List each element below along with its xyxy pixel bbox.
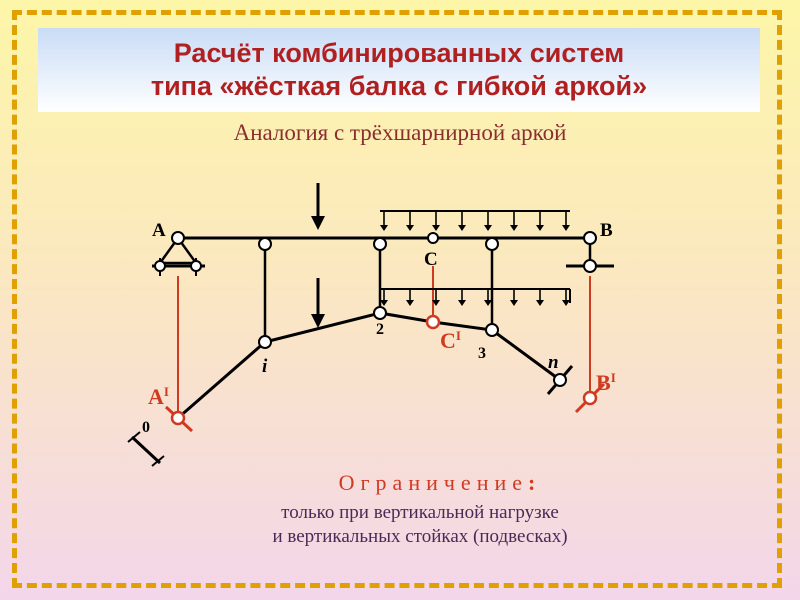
- support-b: [566, 231, 614, 273]
- hinge-beam-2: [373, 237, 387, 251]
- support-arch-right: [546, 365, 606, 414]
- label-c-prime: CI: [440, 328, 461, 353]
- label-node-n: n: [548, 352, 559, 373]
- label-c: C: [424, 249, 438, 270]
- title-line-1: Расчёт комбинированных систем: [173, 38, 625, 68]
- hinge-c-prime: [425, 314, 441, 330]
- distributed-load-beam: [380, 210, 570, 231]
- label-a-prime: AI: [148, 384, 169, 409]
- label-node-3: 3: [478, 345, 486, 362]
- arch-node-2: [373, 306, 387, 320]
- hinge-beam-i: [258, 237, 272, 251]
- support-arch-left: [127, 405, 194, 467]
- page-frame: [12, 10, 782, 588]
- restriction-line-2: и вертикальных стойках (подвесках): [272, 526, 568, 547]
- support-a: [152, 231, 205, 276]
- label-b: B: [600, 220, 613, 241]
- flexible-arch: [177, 311, 561, 420]
- restriction-title-text: Ограничение: [338, 470, 529, 495]
- label-node-i: i: [262, 356, 268, 377]
- arch-node-i: [258, 335, 272, 349]
- restriction-colon: :: [528, 470, 542, 495]
- restriction-line-1: только при вертикальной нагрузке: [281, 502, 559, 523]
- subtitle: Аналогия с трёхшарнирной аркой: [233, 120, 567, 145]
- label-b-prime: BI: [596, 370, 616, 395]
- hinge-beam-3: [485, 237, 499, 251]
- arch-node-3: [485, 323, 499, 337]
- label-a: A: [152, 220, 166, 241]
- label-node-0: 0: [142, 419, 150, 436]
- label-node-2: 2: [376, 321, 384, 338]
- hinge-c: [427, 232, 439, 244]
- restriction-title: Ограничение:: [240, 470, 640, 496]
- distributed-load-arch: [380, 288, 571, 306]
- point-load-arch-arrow: [311, 278, 325, 328]
- point-load-beam-arrow: [311, 183, 325, 230]
- title-line-2: типа «жёсткая балка с гибкой аркой»: [150, 71, 648, 101]
- title-banner: Расчёт комбинированных систем типа «жёст…: [38, 28, 760, 112]
